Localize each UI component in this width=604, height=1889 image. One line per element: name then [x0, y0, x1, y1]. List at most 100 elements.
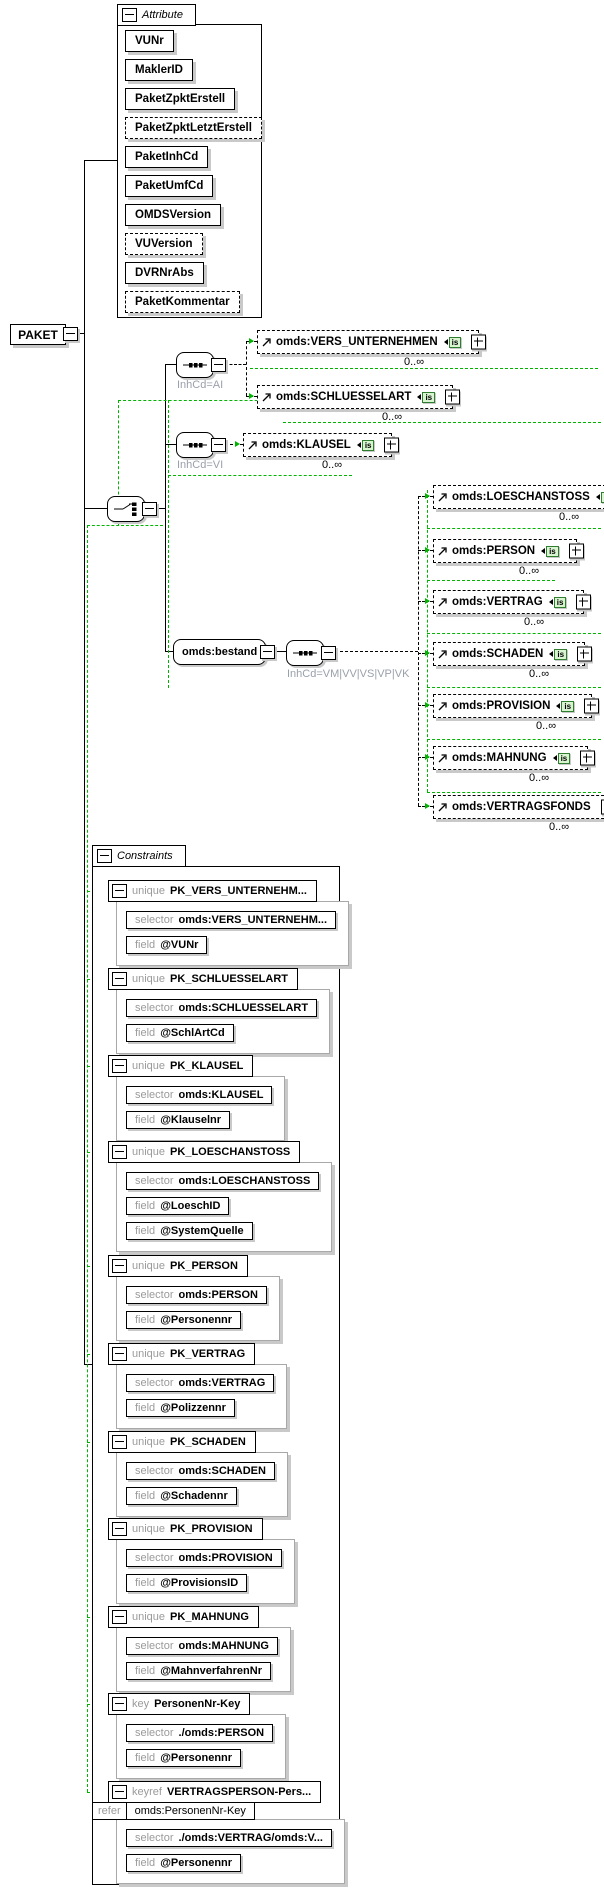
selector-row[interactable]: selector./omds:VERTRAG/omds:V...: [126, 1829, 332, 1847]
constraint-link: [87, 525, 163, 526]
field-row[interactable]: field@LoeschID: [126, 1197, 230, 1215]
attribute-maklerid[interactable]: MaklerID: [125, 59, 193, 81]
root-element-paket[interactable]: PAKET: [10, 324, 66, 345]
expand-plus-icon[interactable]: [600, 799, 604, 815]
element-omds-mahnung[interactable]: omds:MAHNUNG is: [433, 746, 596, 770]
attribute-vuversion[interactable]: VUVersion: [125, 233, 203, 255]
constraint-header[interactable]: unique PK_VERS_UNTERNEHM...: [108, 880, 317, 902]
element-omds-vertragsfonds[interactable]: omds:VERTRAGSFONDS: [433, 795, 604, 819]
element-omds-schluesselart[interactable]: omds:SCHLUESSELART is: [257, 385, 461, 409]
element-omds-loeschanstoss[interactable]: omds:LOESCHANSTOSS is: [433, 485, 604, 509]
attribute-paketzpkterstell[interactable]: PaketZpktErstell: [125, 88, 236, 110]
field-row[interactable]: field@Personennr: [126, 1311, 242, 1329]
collapse-minus-icon[interactable]: [112, 1259, 127, 1273]
expand-plus-icon[interactable]: [445, 389, 461, 405]
collapse-minus-icon[interactable]: [112, 1435, 127, 1449]
collapse-minus-icon[interactable]: [63, 327, 78, 341]
collapse-minus-icon[interactable]: [122, 8, 137, 22]
expand-plus-icon[interactable]: [568, 543, 584, 559]
field-row[interactable]: field@SystemQuelle: [126, 1222, 253, 1240]
collapse-minus-icon[interactable]: [112, 1610, 127, 1624]
element-omds-vers-unternehmen[interactable]: omds:VERS_UNTERNEHMEN is: [257, 330, 487, 354]
field-row[interactable]: field@ProvisionsID: [126, 1574, 248, 1592]
element-omds-klausel[interactable]: omds:KLAUSEL is: [243, 433, 400, 457]
expand-plus-icon[interactable]: [576, 594, 592, 610]
field-row[interactable]: field@Polizzennr: [126, 1399, 235, 1417]
reference-arrow-icon: [438, 803, 447, 812]
selector-label: selector: [135, 1465, 174, 1477]
constraint-header[interactable]: unique PK_SCHLUESSELART: [108, 968, 299, 990]
field-row[interactable]: field@VUNr: [126, 936, 208, 954]
attribute-paketzpktletzterstell[interactable]: PaketZpktLetztErstell: [125, 117, 262, 139]
sequence-compositor-icon[interactable]: [176, 432, 214, 458]
choice-compositor-icon[interactable]: [107, 496, 145, 522]
constraint-header[interactable]: unique PK_KLAUSEL: [108, 1055, 254, 1077]
refer-row[interactable]: refer omds:PersonenNr-Key: [92, 1802, 255, 1820]
constraint-header[interactable]: unique PK_MAHNUNG: [108, 1606, 259, 1628]
collapse-minus-icon[interactable]: [211, 358, 226, 372]
collapse-minus-icon[interactable]: [112, 884, 127, 898]
collapse-minus-icon[interactable]: [260, 645, 275, 659]
collapse-minus-icon[interactable]: [112, 1059, 127, 1073]
collapse-minus-icon[interactable]: [112, 1785, 127, 1799]
constraint-header[interactable]: unique PK_VERTRAG: [108, 1343, 256, 1365]
attribute-paketkommentar[interactable]: PaketKommentar: [125, 291, 240, 313]
field-row[interactable]: field@Personennr: [126, 1854, 242, 1872]
constraint-kind: key: [132, 1698, 150, 1710]
attribute-paketinhcd[interactable]: PaketInhCd: [125, 146, 209, 168]
constraint-header[interactable]: unique PK_LOESCHANSTOSS: [108, 1141, 301, 1163]
collapse-minus-icon[interactable]: [211, 438, 226, 452]
attribute-omdsversion[interactable]: OMDSVersion: [125, 204, 222, 226]
field-row[interactable]: field@Schadennr: [126, 1487, 237, 1505]
element-omds-provision[interactable]: omds:PROVISION is: [433, 694, 600, 718]
collapse-minus-icon[interactable]: [112, 1522, 127, 1536]
constraint-header[interactable]: key PersonenNr-Key: [108, 1693, 251, 1715]
constraint-header[interactable]: unique PK_PROVISION: [108, 1518, 263, 1540]
element-omds-bestand[interactable]: omds:bestand: [173, 639, 267, 665]
attribute-paketumfcd[interactable]: PaketUmfCd: [125, 175, 214, 197]
sequence-compositor-icon[interactable]: [286, 640, 324, 666]
attribute-group-tab[interactable]: Attribute: [117, 4, 196, 26]
collapse-minus-icon[interactable]: [112, 1347, 127, 1361]
collapse-minus-icon[interactable]: [112, 1697, 127, 1711]
attribute-vunr[interactable]: VUNr: [125, 30, 174, 52]
field-row[interactable]: field@SchlArtCd: [126, 1024, 234, 1042]
connector: [165, 444, 176, 445]
element-omds-person[interactable]: omds:PERSON is: [433, 539, 584, 563]
element-omds-schaden[interactable]: omds:SCHADEN is: [433, 642, 593, 666]
collapse-minus-icon[interactable]: [112, 1145, 127, 1159]
field-row[interactable]: field@Klauselnr: [126, 1111, 231, 1129]
field-row[interactable]: field@Personennr: [126, 1749, 242, 1767]
expand-plus-icon[interactable]: [577, 646, 593, 662]
collapse-minus-icon[interactable]: [97, 849, 112, 863]
constraint-header[interactable]: keyref VERTRAGSPERSON-Pers...: [108, 1781, 322, 1803]
expand-plus-icon[interactable]: [384, 437, 400, 453]
collapse-minus-icon[interactable]: [112, 972, 127, 986]
field-row[interactable]: field@MahnverfahrenNr: [126, 1662, 271, 1680]
constraint-link: [427, 687, 601, 688]
constraint-header[interactable]: unique PK_SCHADEN: [108, 1431, 256, 1453]
expand-plus-icon[interactable]: [471, 334, 487, 350]
selector-row[interactable]: selector./omds:PERSON: [126, 1724, 274, 1742]
substitution-badge-icon: is: [556, 700, 575, 712]
reference-arrow-icon: [438, 598, 447, 607]
collapse-minus-icon[interactable]: [142, 502, 157, 516]
expand-plus-icon[interactable]: [584, 698, 600, 714]
attribute-dvrnrabs[interactable]: DVRNrAbs: [125, 262, 204, 284]
element-omds-vertrag[interactable]: omds:VERTRAG is: [433, 590, 592, 614]
constraint-header[interactable]: unique PK_PERSON: [108, 1255, 248, 1277]
sequence-compositor-icon[interactable]: [176, 352, 214, 378]
constraints-group-tab[interactable]: Constraints: [92, 845, 186, 867]
collapse-minus-icon[interactable]: [321, 646, 336, 660]
expand-plus-icon[interactable]: [580, 750, 596, 766]
